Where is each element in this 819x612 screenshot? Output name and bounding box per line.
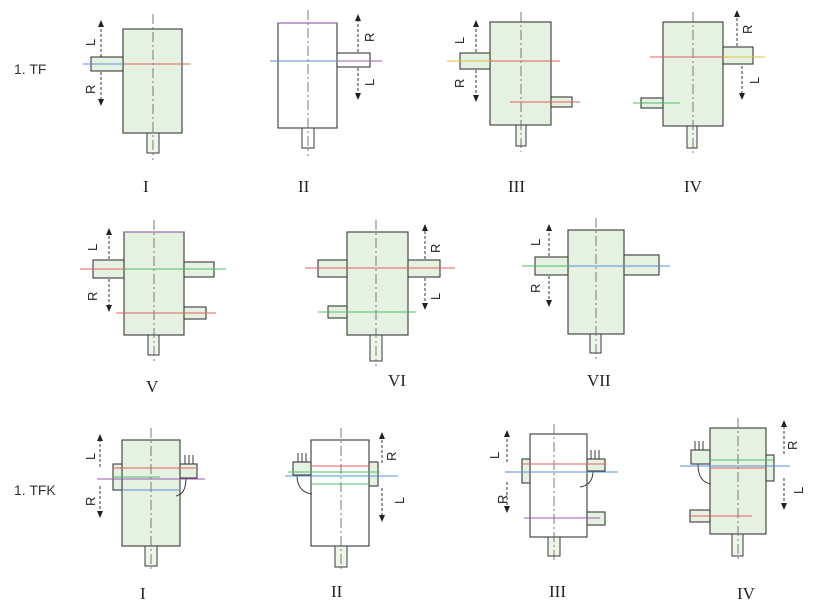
- left-direction-label: L: [392, 497, 407, 504]
- right-direction-label: R: [83, 497, 98, 506]
- left-direction-label: L: [428, 293, 443, 300]
- right-direction-label: R: [740, 25, 755, 34]
- variant-label: IV: [737, 584, 756, 603]
- tfk-variant-1: L R I: [83, 428, 205, 603]
- right-direction-label: R: [428, 244, 443, 253]
- left-direction-label: L: [791, 487, 806, 494]
- tf-variant-5: L R V: [80, 220, 226, 396]
- left-direction-label: L: [83, 453, 98, 460]
- variant-label: VII: [587, 371, 611, 390]
- variant-label: IV: [684, 177, 703, 196]
- variant-label: III: [508, 177, 525, 196]
- tf-variant-4: R L IV: [633, 10, 765, 196]
- tf-variant-7: L R VII: [522, 218, 670, 390]
- right-direction-label: R: [495, 495, 510, 504]
- variant-label: II: [298, 177, 310, 196]
- right-direction-label: R: [83, 85, 98, 94]
- tf-variant-2: R L II: [270, 10, 382, 196]
- left-direction-label: L: [85, 244, 100, 251]
- variant-label: V: [146, 377, 159, 396]
- variant-label: I: [140, 584, 146, 603]
- variant-label: II: [331, 582, 343, 601]
- tfk-variant-3: L R III: [487, 424, 618, 601]
- tf-variant-1: L R I: [83, 14, 190, 196]
- right-direction-label: R: [528, 284, 543, 293]
- variant-label: I: [143, 177, 149, 196]
- tf-variant-6: R L VI: [305, 220, 455, 390]
- right-direction-label: R: [362, 33, 377, 42]
- right-direction-label: R: [452, 79, 467, 88]
- right-direction-label: R: [85, 292, 100, 301]
- tf-variant-3: L R III: [447, 12, 580, 196]
- variant-label: VI: [388, 371, 406, 390]
- right-direction-label: R: [384, 452, 399, 461]
- row-label-tf: 1. TF: [14, 61, 47, 77]
- left-direction-label: L: [362, 79, 377, 86]
- row-label-tfk: 1. TFK: [14, 482, 56, 498]
- variant-label: III: [549, 582, 566, 601]
- left-direction-label: L: [83, 39, 98, 46]
- left-direction-label: L: [528, 239, 543, 246]
- right-direction-label: R: [785, 441, 800, 450]
- tfk-variant-2: R L II: [285, 428, 407, 601]
- left-direction-label: L: [487, 452, 502, 459]
- left-direction-label: L: [452, 37, 467, 44]
- left-direction-label: L: [747, 77, 762, 84]
- tfk-variant-4: R L IV: [680, 418, 806, 603]
